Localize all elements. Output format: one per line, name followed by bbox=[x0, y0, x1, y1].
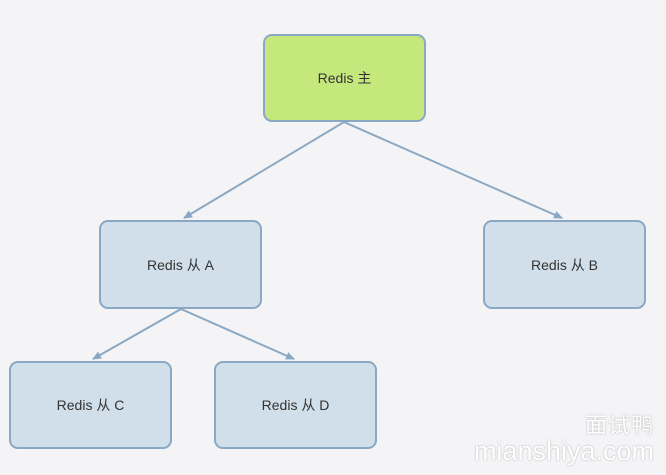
node-redis-slave-a: Redis 从 A bbox=[99, 220, 262, 309]
node-label: Redis 从 B bbox=[531, 256, 598, 273]
watermark-en: mianshiya.com bbox=[473, 436, 654, 466]
edge-a-to-d bbox=[180, 308, 295, 360]
edge-master-to-a bbox=[183, 121, 345, 219]
edge-a-to-c bbox=[92, 308, 182, 360]
node-redis-slave-d: Redis 从 D bbox=[214, 361, 377, 449]
node-redis-slave-b: Redis 从 B bbox=[483, 220, 646, 309]
node-redis-slave-c: Redis 从 C bbox=[9, 361, 172, 449]
node-label: Redis 主 bbox=[317, 70, 372, 86]
watermark-cn: 面试鸭 bbox=[584, 413, 654, 438]
node-label: Redis 从 C bbox=[56, 397, 125, 413]
node-redis-master: Redis 主 bbox=[263, 34, 426, 122]
edge-master-to-b bbox=[343, 121, 563, 219]
node-label: Redis 从 D bbox=[261, 397, 330, 413]
node-label: Redis 从 A bbox=[147, 256, 214, 273]
